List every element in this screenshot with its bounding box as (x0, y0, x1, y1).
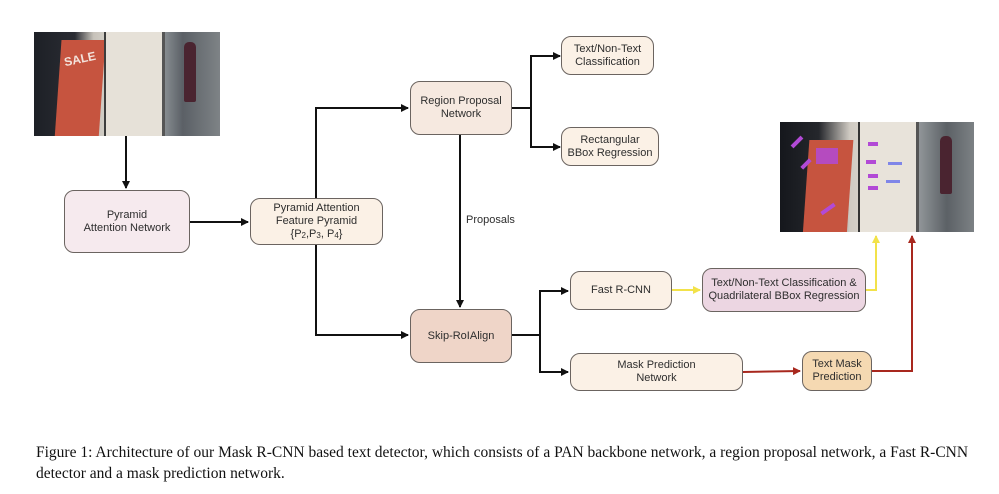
node-text-mask-prediction: Text Mask Prediction (802, 351, 872, 391)
feature-pyramid-line1: Pyramid Attention (273, 201, 360, 214)
text-detection-box (868, 186, 878, 190)
text-detection-box (790, 135, 804, 149)
input-image: SALE (34, 32, 220, 136)
levels-sep: , P (320, 227, 335, 240)
arrow-out-to-result (866, 235, 880, 291)
person (940, 136, 952, 194)
levels-suffix: } (338, 227, 343, 240)
arrow-rpn-to-cls (512, 52, 561, 109)
node-fast-rcnn-output: Text/Non-Text Classification & Quadrilat… (702, 268, 866, 312)
node-region-proposal-network: Region Proposal Network (410, 81, 512, 135)
arrow-skip-to-fast (512, 287, 569, 336)
level-sub: 4 (334, 230, 339, 240)
output-image (780, 122, 974, 232)
text-detection-box (866, 160, 876, 164)
node-mask-prediction-network: Mask Prediction Network (570, 353, 743, 391)
arrow-fpn-to-rpn (315, 104, 409, 198)
node-fast-rcnn: Fast R-CNN (570, 271, 672, 310)
node-skip-roialign: Skip-RoIAlign (410, 309, 512, 363)
node-rpn-bbox-regression: Rectangular BBox Regression (561, 127, 659, 166)
arrow-rpn-to-reg (530, 108, 561, 151)
text-detection-box (888, 162, 902, 165)
edge-label-proposals: Proposals (466, 214, 515, 226)
arrow-maskout-to-result (872, 235, 916, 372)
arrow-skip-to-mask (539, 335, 569, 376)
text-detection-box (886, 180, 900, 183)
arrow-mask-to-out (742, 367, 801, 376)
levels-prefix: {P (290, 227, 302, 240)
node-rpn-classification: Text/Non-Text Classification (561, 36, 654, 75)
node-feature-pyramid: Pyramid Attention Feature Pyramid {P2,P3… (250, 198, 383, 245)
person (184, 42, 196, 102)
feature-pyramid-levels: {P2,P3, P4} (291, 228, 343, 242)
architecture-diagram: SALE Pyramid Attention Network Pyramid A… (34, 32, 974, 391)
arrow-fpn-to-skip (315, 245, 409, 339)
text-detection-box (816, 148, 838, 164)
text-detection-box (868, 142, 878, 146)
feature-pyramid-line2: Feature Pyramid (275, 214, 358, 227)
directory-pillar (104, 32, 165, 136)
level-sub: 2 (301, 230, 306, 240)
levels-sep: ,P (306, 227, 317, 240)
diagram-arrows (122, 52, 916, 376)
text-detection-box (868, 174, 878, 178)
figure-caption: Figure 1: Architecture of our Mask R-CNN… (36, 444, 969, 482)
level-sub: 3 (316, 230, 321, 240)
node-pyramid-attention-network: Pyramid Attention Network (64, 190, 190, 253)
